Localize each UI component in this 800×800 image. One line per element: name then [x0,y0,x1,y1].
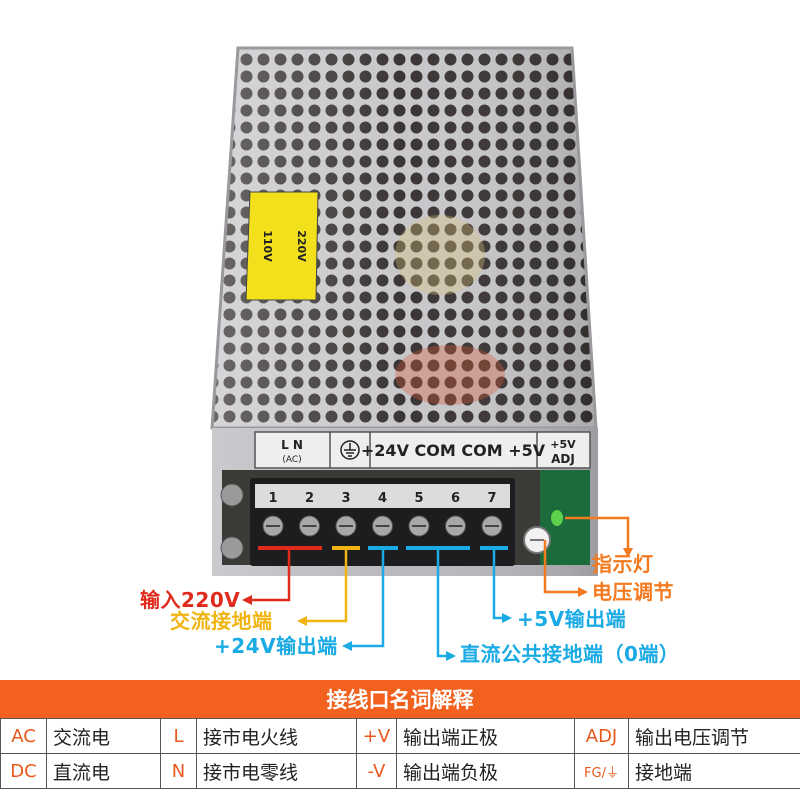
terminal-number: 5 [414,491,423,506]
terminal-cover: L N (AC) +24V COM COM +5V +5V ADJ [254,431,591,469]
cover-label-ln: L N [281,438,303,452]
terminal-number: 1 [268,491,277,506]
callout-24v-output: +24V输出端 [214,634,338,658]
callout-lines [242,516,633,661]
legend-code: +V [356,718,397,754]
legend-code: AC [0,718,47,754]
voltage-adjust-potentiometer [523,526,551,554]
terminal-number: 4 [378,491,387,506]
terminal-block: 1 2 3 4 5 6 7 [220,478,515,566]
terminal-number: 7 [487,491,496,506]
legend-code: L [160,718,197,754]
legend-description: 接市电火线 [196,718,357,754]
callout-input-220v: 输入220V [140,588,241,612]
legend-code: -V [356,753,397,789]
callout-5v-output: +5V输出端 [517,607,627,631]
power-supply-photo: 110V 220V L N (AC) +24V COM COM +5V +5V … [210,46,633,661]
callout-indicator-light: 指示灯 [592,552,654,576]
cover-label-adj: ADJ [551,452,575,466]
perforated-cover [210,46,598,430]
legend-description: 输出端正极 [396,718,575,754]
legend-code: ADJ [574,718,629,754]
legend-code: DC [0,753,47,789]
callout-dc-common-ground: 直流公共接地端（0端） [460,642,680,666]
voltage-switch-sticker: 110V 220V [245,191,319,301]
callout-ac-ground: 交流接地端 [170,609,273,633]
sticker-110v-text: 110V [261,230,274,262]
cover-label-outputs: +24V COM COM +5V [361,441,546,460]
sticker-220v-text: 220V [295,230,308,262]
legend-description: 交流电 [46,718,161,754]
legend-description: 输出电压调节 [628,718,800,754]
cover-label-5v: +5V [550,438,576,451]
ground-symbol-icon [340,440,360,460]
terminal-number: 6 [451,491,460,506]
legend-code: FG/⏚ [574,753,629,789]
legend-title: 接线口名词解释 [0,680,800,718]
cover-label-ac: (AC) [282,455,301,465]
callout-voltage-adjust: 电压调节 [592,580,674,604]
legend-code: N [160,753,197,789]
terminal-number: 3 [341,491,350,506]
indicator-led [551,510,563,526]
legend-description: 输出端负极 [396,753,575,789]
terminal-number: 2 [305,491,314,506]
legend-description: 直流电 [46,753,161,789]
legend-description: 接地端 [628,753,800,789]
legend-description: 接市电零线 [196,753,357,789]
